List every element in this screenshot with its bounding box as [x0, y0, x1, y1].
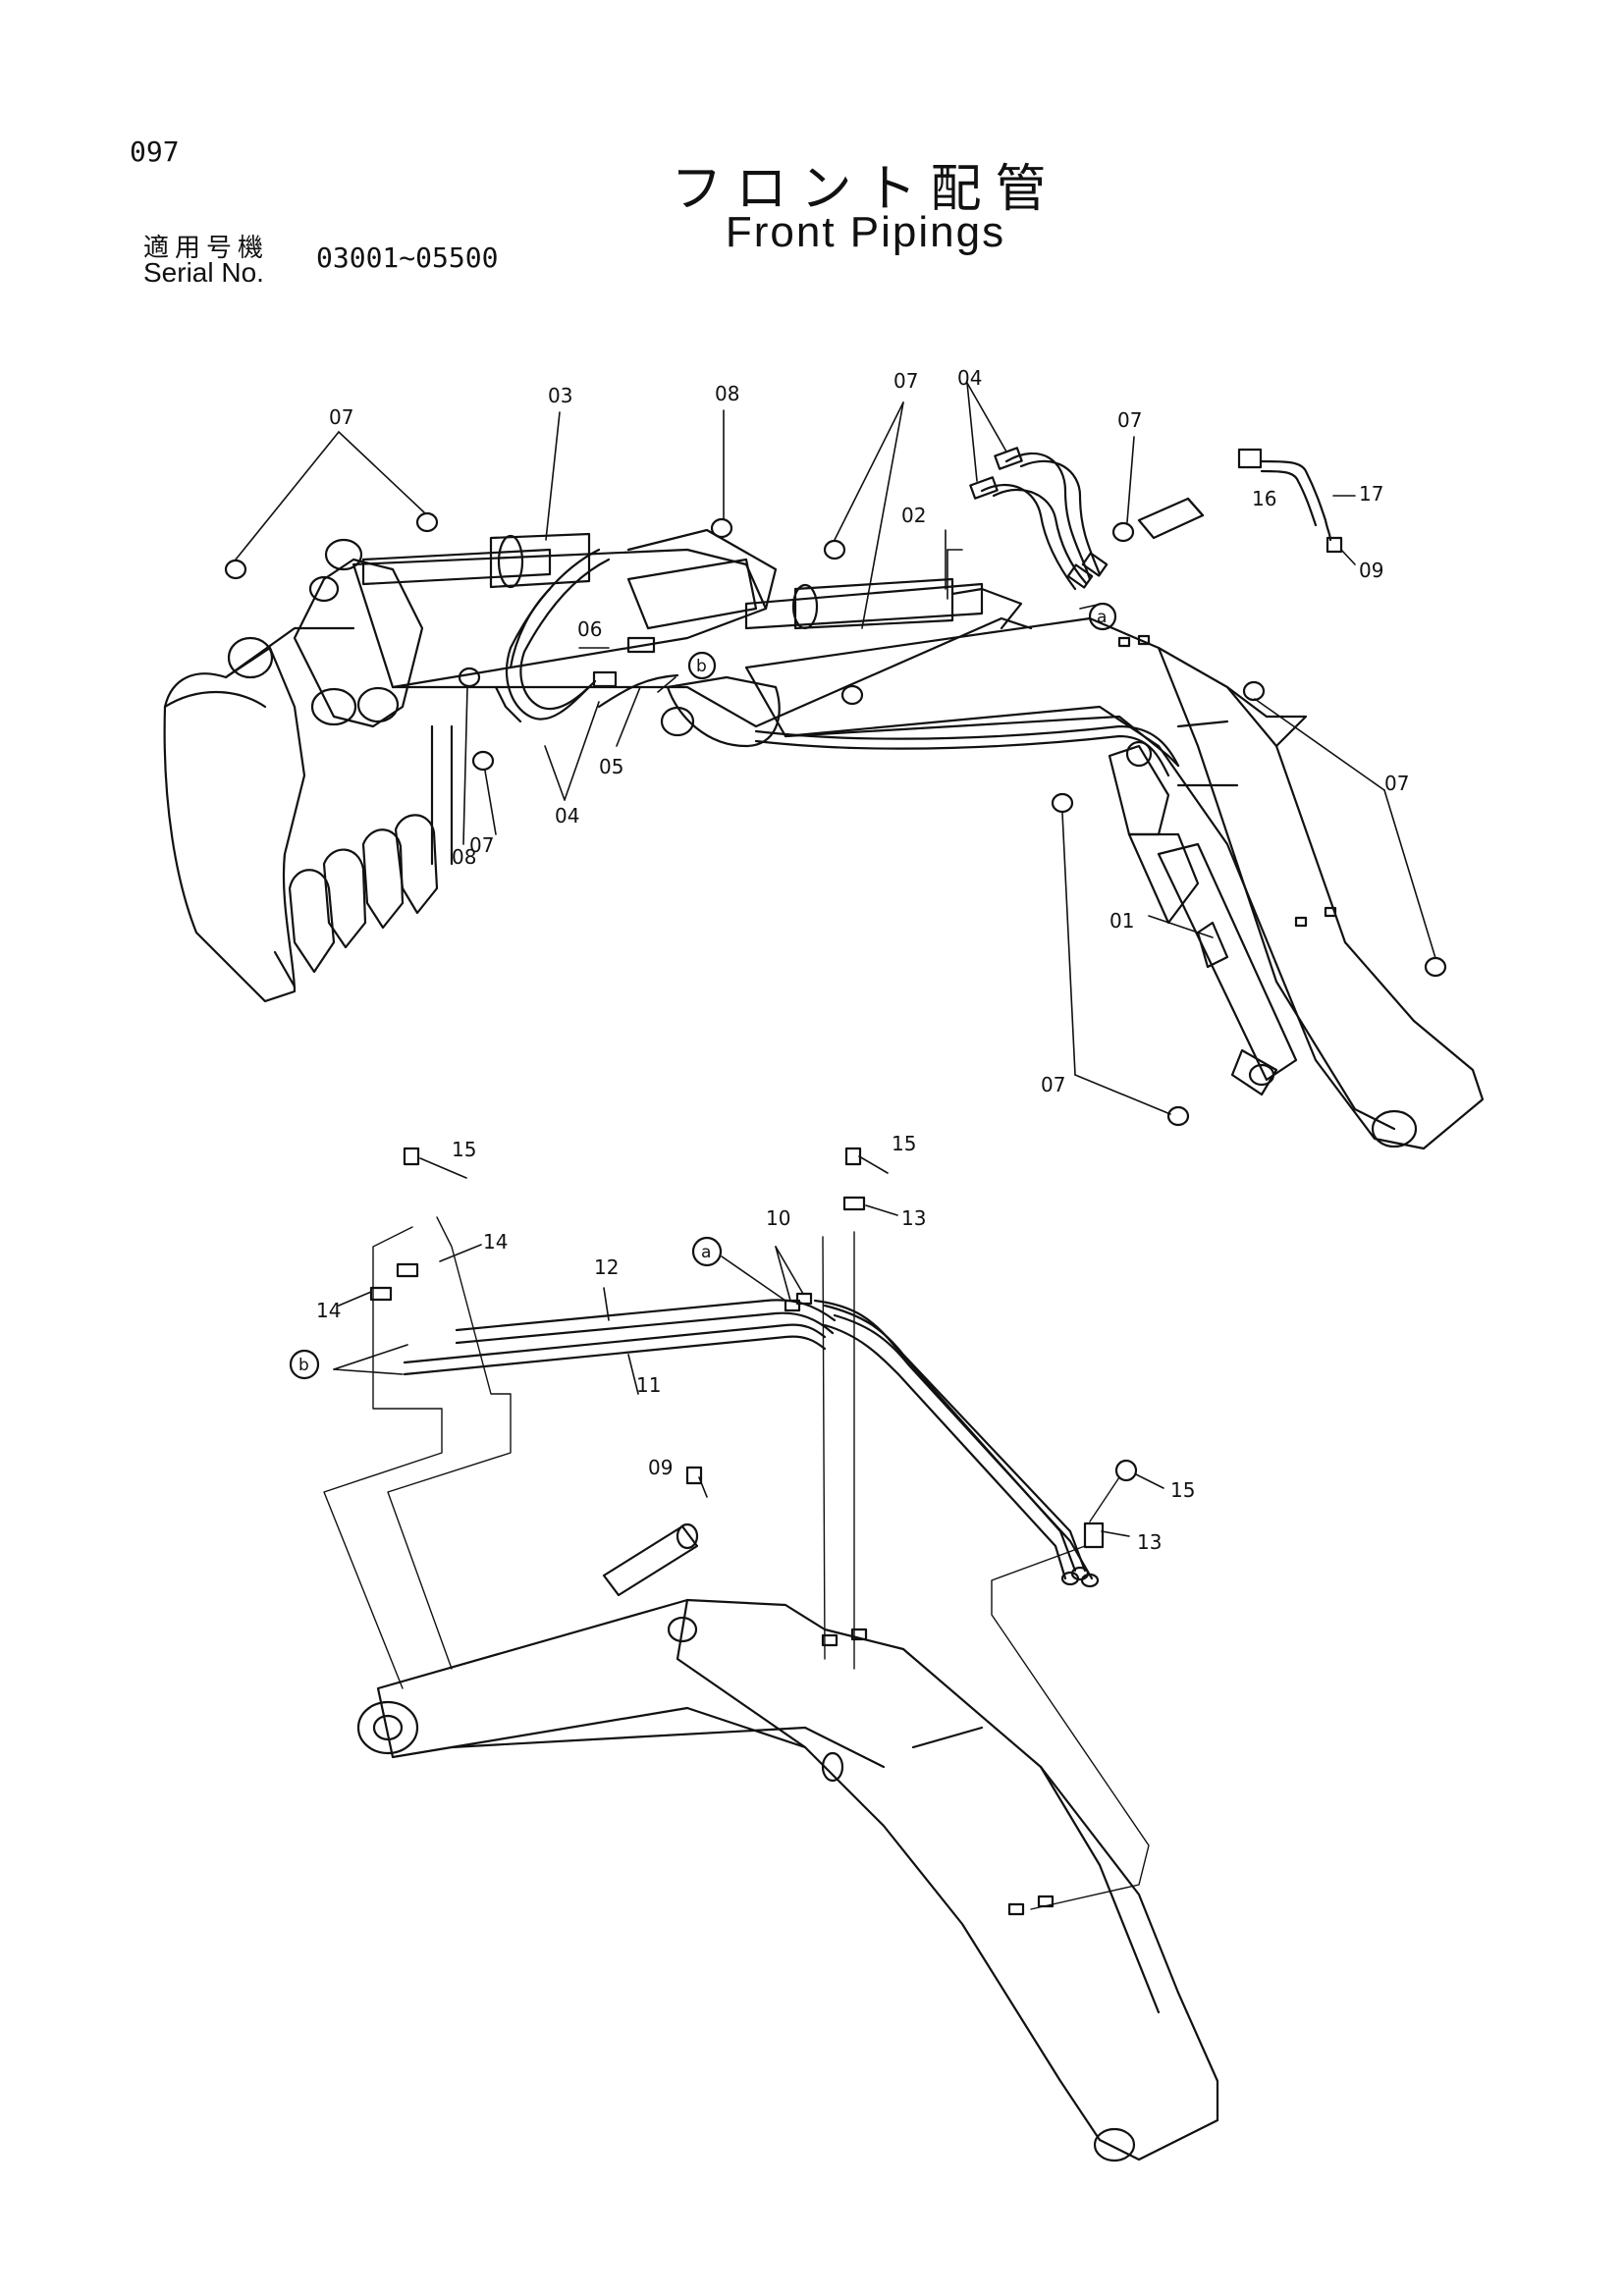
callout-13-upper: 13	[901, 1206, 926, 1230]
bucket-teeth	[288, 814, 439, 974]
boom-bottom	[356, 1598, 1219, 2163]
ref-b-bottom-label: b	[298, 1356, 309, 1375]
callout-09-bottom: 09	[648, 1456, 673, 1479]
callout-04-top: 04	[957, 366, 982, 390]
ref-b-top: b	[687, 651, 717, 680]
bucket-cylinder	[361, 532, 591, 589]
boom-pin-pads	[1117, 634, 1337, 928]
callout-15-right: 15	[1170, 1478, 1195, 1502]
callout-14-upper: 14	[483, 1230, 508, 1254]
ref-b-top-label: b	[696, 657, 707, 676]
callout-11: 11	[636, 1373, 661, 1397]
serial-label-japanese: 適用号機	[143, 234, 270, 263]
callout-15-left: 15	[452, 1138, 476, 1161]
boom	[744, 616, 1485, 1150]
ref-a-bottom: a	[691, 1236, 723, 1267]
callout-15-mid: 15	[892, 1132, 916, 1155]
serial-range: 03001~05500	[316, 241, 499, 274]
bucket	[163, 626, 355, 1003]
bucket-link	[227, 538, 454, 866]
callout-03: 03	[548, 384, 572, 407]
ref-a-top-label: a	[1097, 608, 1107, 627]
callout-17: 17	[1359, 482, 1383, 506]
boom-pipe-top	[754, 724, 1180, 777]
callout-08-upper: 08	[715, 382, 739, 405]
page-title-english: Front Pipings	[725, 208, 1006, 256]
hoses-04-upper	[969, 447, 1109, 591]
callout-08-lower: 08	[452, 845, 476, 869]
hose-17	[1237, 448, 1343, 554]
callout-06: 06	[577, 617, 602, 641]
callout-07-top-right: 07	[1117, 408, 1142, 432]
callout-07-bottom: 07	[1041, 1073, 1065, 1096]
callout-12: 12	[594, 1255, 619, 1279]
pipes-boom-bottom	[813, 1299, 1100, 1588]
callout-07-top-left: 07	[329, 405, 353, 429]
page-number: 097	[130, 135, 180, 168]
washers	[224, 511, 1447, 1127]
callout-07-top-mid: 07	[893, 369, 918, 393]
callout-07-far-right: 07	[1384, 772, 1409, 795]
callout-07-lower: 07	[469, 833, 494, 857]
callout-10: 10	[766, 1206, 790, 1230]
hoses-04-lower	[494, 548, 679, 723]
pin-bottom	[602, 1522, 699, 1597]
ref-b-bottom: b	[289, 1349, 320, 1380]
leader-lines-top	[235, 382, 1436, 1115]
arm-cylinder	[744, 577, 1023, 630]
ref-a-top: a	[1088, 602, 1117, 631]
callout-09-top: 09	[1359, 559, 1383, 582]
serial-label-english: Serial No.	[143, 257, 264, 288]
clamps-bottom	[369, 1147, 1138, 1916]
ref-a-bottom-label: a	[701, 1243, 711, 1262]
assembly-lines-bottom	[323, 1216, 1150, 1910]
callout-04-bottom: 04	[555, 804, 579, 828]
callout-05: 05	[599, 755, 623, 778]
leader-lines-bottom	[333, 1155, 1164, 1537]
callout-16: 16	[1252, 487, 1276, 510]
callout-13-lower: 13	[1137, 1530, 1162, 1554]
arm	[352, 528, 1033, 748]
boom-cylinder	[1108, 740, 1298, 1096]
callout-01: 01	[1109, 909, 1134, 933]
callout-02: 02	[901, 504, 926, 527]
pin-16	[1137, 497, 1205, 540]
callout-14-lower: 14	[316, 1299, 341, 1322]
page-title-japanese: フロント配管	[671, 160, 1060, 219]
